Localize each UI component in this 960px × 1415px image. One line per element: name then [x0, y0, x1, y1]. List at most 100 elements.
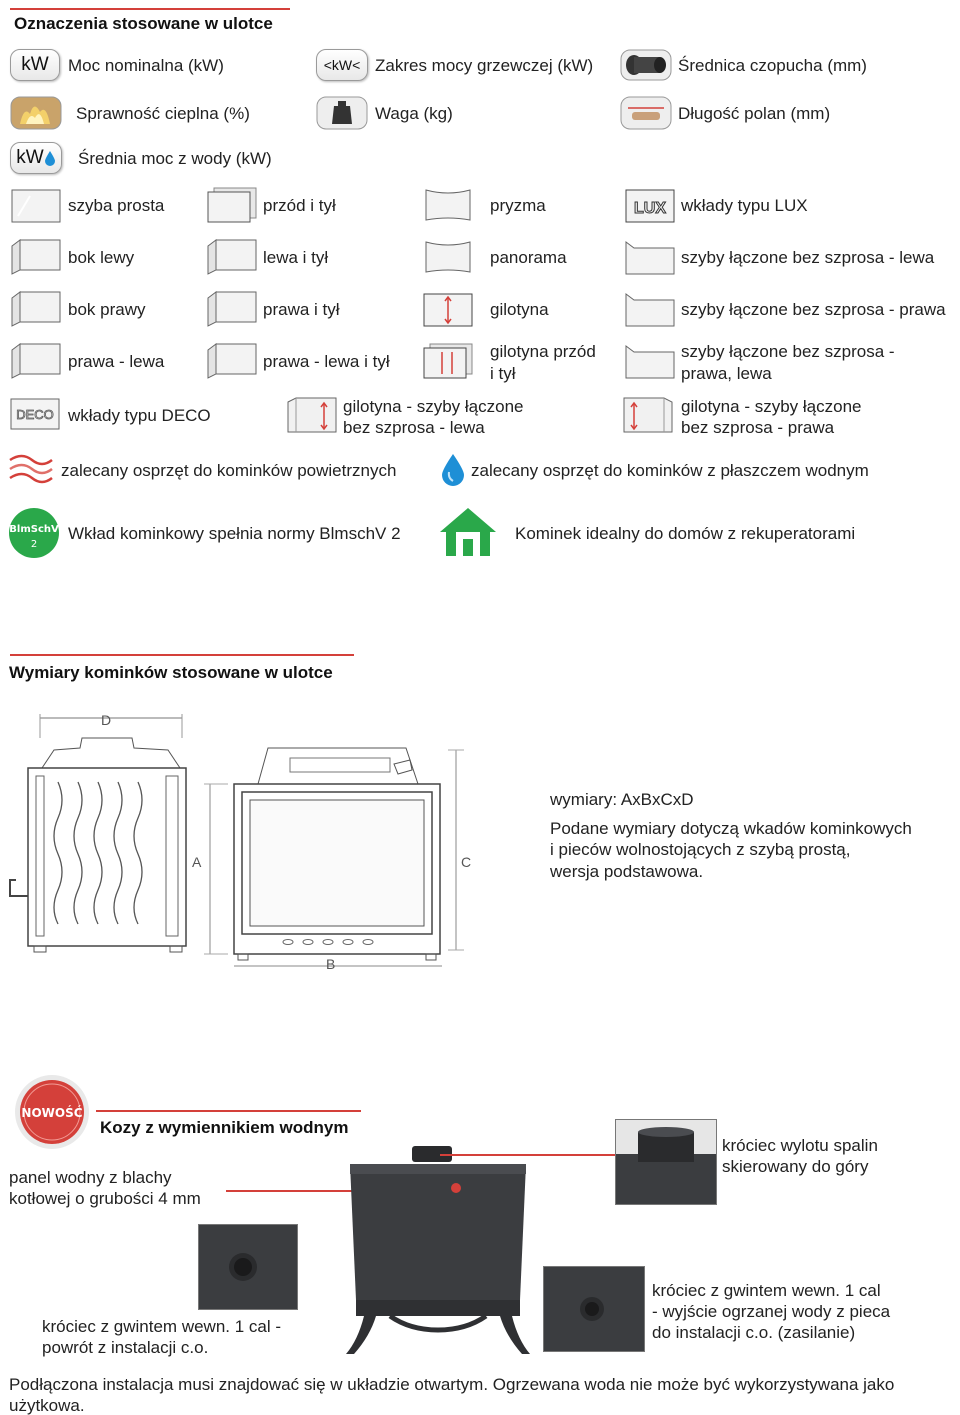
right-side-glass-icon: [10, 290, 62, 328]
footer-note-1: Podłączona instalacja musi znajdować się…: [9, 1375, 895, 1394]
deco-icon: DECO: [10, 398, 60, 430]
kw-icon-text: kW: [21, 54, 49, 75]
house-recuperator-icon: [436, 506, 500, 558]
panorama-glass-label: panorama: [490, 248, 567, 267]
kw-icon: kW: [10, 49, 60, 81]
flue-outlet-pipe-icon: [616, 1127, 716, 1204]
water-panel-label-1: panel wodny z blachy: [9, 1168, 172, 1187]
flue-outlet-label-2: skierowany do góry: [722, 1157, 869, 1176]
right-side-glass-label: bok prawy: [68, 300, 146, 319]
dimensions-note-2: i pieców wolnostojących z szybą prostą,: [550, 840, 851, 859]
supply-connector-label-2: - wyjście ogrzanej wody z pieca: [652, 1302, 891, 1321]
flue-outlet-photo: [615, 1119, 717, 1205]
joined-both-glass-icon: [624, 342, 676, 380]
blmschv-badge-text: BlmSchV: [9, 524, 59, 535]
stoves-title-rule: [96, 1110, 361, 1112]
lux-insert-icon: LUX: [624, 186, 676, 224]
blmschv-badge-text-2: 2: [31, 539, 37, 550]
power-range-icon-text: <kW<: [323, 57, 361, 73]
supply-connector-label-1: króciec z gwintem wewn. 1 cal: [652, 1281, 881, 1300]
dimension-c-letter: C: [461, 854, 472, 870]
svg-text:LUX: LUX: [634, 200, 666, 217]
power-range-label: Zakres mocy grzewczej (kW): [375, 56, 594, 75]
blmschv-label: Wkład kominkowy spełnia normy BlmschV 2: [68, 524, 401, 543]
water-drop-icon: [440, 452, 466, 486]
stoves-title: Kozy z wymiennikiem wodnym: [100, 1118, 349, 1137]
prism-glass-label: pryzma: [490, 196, 546, 215]
power-range-icon: <kW<: [316, 49, 368, 81]
footer-note-2: użytkowa.: [9, 1396, 85, 1415]
right-left-glass-label: prawa - lewa: [68, 352, 165, 371]
air-accessory-label: zalecany osprzęt do kominków powietrznyc…: [61, 461, 397, 480]
return-connector-photo: [198, 1224, 298, 1310]
left-side-glass-icon: [10, 238, 62, 276]
fireplace-front-drawing: [198, 740, 476, 980]
left-back-glass-icon: [206, 238, 258, 276]
water-power-label: Średnia moc z wody (kW): [78, 149, 272, 168]
lux-insert-label: wkłady typu LUX: [681, 196, 808, 215]
flue-diameter-icon: [620, 49, 672, 81]
dimensions-title: Wymiary kominków stosowane w ulotce: [9, 663, 333, 682]
flue-diameter-label: Średnica czopucha (mm): [678, 56, 867, 75]
guillotine-right-icon: [622, 396, 674, 434]
guillotine-front-back-glass-icon: [422, 342, 474, 380]
weight-icon: [316, 96, 368, 130]
recuperator-label: Kominek idealny do domów z rekuperatoram…: [515, 524, 856, 543]
water-power-icon-text: kW: [16, 147, 44, 168]
panorama-glass-icon: [422, 238, 474, 276]
log-length-icon: [620, 96, 672, 130]
joined-left-glass-icon: [624, 238, 676, 276]
stove-image: [340, 1140, 536, 1362]
right-back-glass-icon: [206, 290, 258, 328]
supply-connector-label-3: do instalacji c.o. (zasilanie): [652, 1323, 856, 1342]
left-back-glass-label: lewa i tył: [263, 248, 329, 267]
new-badge-icon: NOWOŚĆ: [12, 1074, 92, 1150]
efficiency-label: Sprawność cieplna (%): [76, 104, 250, 123]
guillotine-left-label-2: bez szprosa - lewa: [343, 418, 485, 437]
nominal-power-label: Moc nominalna (kW): [68, 56, 224, 75]
water-panel-label-2: kotłowej o grubości 4 mm: [9, 1189, 201, 1208]
left-side-glass-label: bok lewy: [68, 248, 135, 267]
joined-right-glass-icon: [624, 290, 676, 328]
right-back-glass-label: prawa i tył: [263, 300, 340, 319]
supply-connector-photo: [543, 1266, 645, 1352]
joined-both-glass-label: szyby łączone bez szprosa -: [681, 342, 895, 361]
guillotine-right-label-2: bez szprosa - prawa: [681, 418, 835, 437]
new-badge-text: NOWOŚĆ: [21, 1105, 82, 1120]
return-connector-label-2: powrót z instalacji c.o.: [42, 1338, 209, 1357]
dimensions-note-1: Podane wymiary dotyczą wkadów kominkowyc…: [550, 819, 912, 838]
supply-pipe-icon: [580, 1297, 604, 1321]
air-flow-icon: [8, 452, 54, 486]
dimensions-title-rule: [10, 654, 354, 656]
dimension-d-letter: D: [101, 712, 112, 728]
right-left-back-glass-icon: [206, 342, 258, 380]
right-left-glass-icon: [10, 342, 62, 380]
deco-icon-text: DECO: [16, 407, 54, 422]
legend-title: Oznaczenia stosowane w ulotce: [14, 14, 273, 33]
front-back-glass-icon: [206, 186, 258, 224]
flue-connector-line: [440, 1154, 615, 1156]
dimension-a-letter: A: [192, 854, 202, 870]
weight-label: Waga (kg): [375, 104, 453, 123]
water-drop-icon: [44, 151, 55, 166]
straight-glass-icon: [10, 186, 62, 224]
deco-label: wkłady typu DECO: [68, 406, 211, 425]
return-pipe-icon: [229, 1253, 257, 1281]
front-back-glass-label: przód i tył: [263, 196, 336, 215]
fireplace-side-drawing: [6, 708, 196, 968]
log-length-label: Długość polan (mm): [678, 104, 831, 123]
right-left-back-glass-label: prawa - lewa i tył: [263, 352, 390, 371]
water-power-icon: kW: [10, 142, 62, 174]
panel-connector-line: [226, 1190, 452, 1192]
dimensions-formula: wymiary: AxBxCxD: [550, 790, 694, 809]
joined-left-glass-label: szyby łączone bez szprosa - lewa: [681, 248, 935, 267]
joined-both-line2: prawa, lewa: [681, 364, 772, 383]
flue-outlet-label-1: króciec wylotu spalin: [722, 1136, 878, 1155]
guillotine-left-icon: [286, 396, 338, 434]
guillotine-right-label-1: gilotyna - szyby łączone: [681, 397, 862, 416]
guillotine-front-back-glass-label: gilotyna przód: [490, 342, 596, 361]
prism-glass-icon: [422, 186, 474, 224]
joined-right-glass-label: szyby łączone bez szprosa - prawa: [681, 300, 946, 319]
dimension-b-letter: B: [326, 956, 336, 972]
blmschv-badge-icon: BlmSchV 2: [8, 507, 60, 559]
